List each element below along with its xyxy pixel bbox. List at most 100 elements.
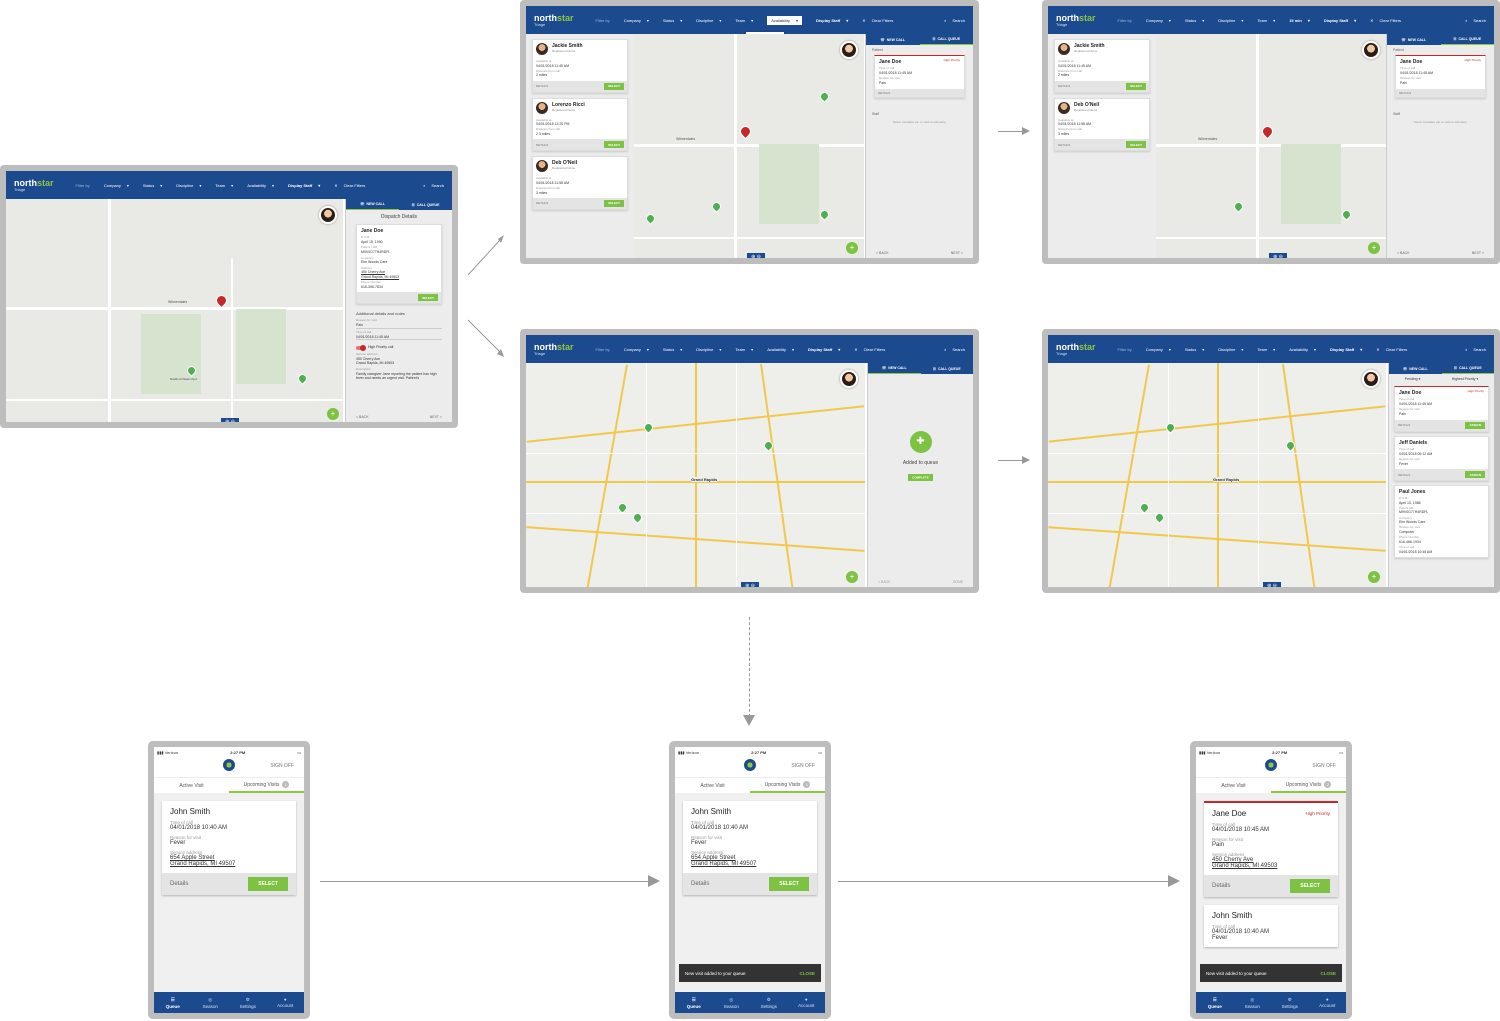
filter-display-staff[interactable]: Display Staff▾ <box>1323 17 1357 23</box>
filter-team[interactable]: Team▾ <box>215 182 234 188</box>
details-link[interactable]: DETAILS <box>1398 472 1411 477</box>
sign-off-button[interactable]: SIGN OFF <box>1312 763 1336 769</box>
nav-settings[interactable]: ⚙Settings <box>1281 996 1298 1009</box>
add-fab-button[interactable]: + <box>846 242 858 254</box>
nav-season[interactable]: ◎Season <box>1244 996 1260 1009</box>
map-view[interactable]: Wilmerdales + ⊕ ⊖ <box>634 34 864 258</box>
user-avatar[interactable] <box>1362 370 1380 388</box>
nav-account[interactable]: ●Account <box>1319 997 1336 1008</box>
city-map-view[interactable]: Grand Rapids + ⊕ ⊖ <box>526 363 865 587</box>
sign-off-button[interactable]: SIGN OFF <box>270 763 294 769</box>
service-address-link[interactable]: Grand Rapids, MI 49503 <box>1212 863 1278 869</box>
assign-button[interactable]: ASSIGN <box>1465 471 1485 478</box>
staff-pin-2[interactable] <box>710 200 723 213</box>
user-avatar[interactable] <box>1362 41 1380 59</box>
details-link[interactable]: DETAILS <box>536 142 549 147</box>
nav-account[interactable]: ●Account <box>277 997 294 1008</box>
next-button[interactable]: NEXT > <box>950 251 963 255</box>
reason-field[interactable]: Pain <box>356 323 442 329</box>
user-avatar[interactable] <box>840 370 858 388</box>
toast-close-button[interactable]: CLOSE <box>799 970 815 976</box>
select-visit-button[interactable]: SELECT <box>248 877 288 891</box>
zoom-controls[interactable]: ⊕ ⊖ <box>1269 253 1287 258</box>
staff-pin-1[interactable] <box>1164 421 1177 434</box>
tab-call-queue[interactable]: ☰CALL QUEUE <box>1440 34 1494 45</box>
back-button[interactable]: < BACK <box>876 251 889 255</box>
filter-discipline[interactable]: Discipline▾ <box>1218 17 1244 23</box>
nav-settings[interactable]: ⚙Settings <box>760 996 777 1009</box>
nav-queue[interactable]: ☰Queue <box>165 996 180 1009</box>
filter-display-staff[interactable]: Display Staff▾ <box>816 17 849 23</box>
select-staff-button[interactable]: SELECT <box>604 141 624 149</box>
filter-company[interactable]: Company▾ <box>1145 17 1171 23</box>
filter-discipline[interactable]: Discipline▾ <box>696 346 722 352</box>
service-address-link[interactable]: 654 Apple Street <box>170 855 215 861</box>
patient-pin[interactable] <box>1259 123 1276 140</box>
nav-queue[interactable]: ☰Queue <box>686 996 701 1009</box>
tab-new-call[interactable]: ☏NEW CALL <box>346 199 399 210</box>
tab-call-queue[interactable]: ☰CALL QUEUE <box>411 202 440 207</box>
details-link[interactable]: DETAILS <box>1058 142 1071 147</box>
filter-discipline[interactable]: Discipline▾ <box>176 182 202 188</box>
filter-status[interactable]: Status▾ <box>662 17 683 23</box>
filter-display-staff[interactable]: Display Staff▾ <box>288 182 321 188</box>
filter-availability[interactable]: Availability▾ <box>1289 346 1317 352</box>
user-avatar[interactable] <box>840 41 858 59</box>
details-link[interactable]: Details <box>1212 883 1231 889</box>
details-link[interactable]: Details <box>170 881 189 887</box>
tab-active-visit[interactable]: Active Visit <box>700 782 725 789</box>
add-fab-button[interactable]: + <box>1368 571 1380 583</box>
search-button[interactable]: ⌕Search <box>944 346 965 352</box>
details-link[interactable]: DETAILS <box>1058 84 1071 89</box>
select-staff-button[interactable]: SELECT <box>1126 141 1146 149</box>
details-link[interactable]: DETAILS <box>1398 423 1411 427</box>
map-view[interactable]: Wilmerdales Bradford Watershed + ⊕ ⊖ <box>6 199 343 422</box>
zoom-controls[interactable]: ⊕ ⊖ <box>221 418 239 422</box>
filter-team[interactable]: Team▾ <box>735 17 754 23</box>
search-button[interactable]: ⌕Search <box>944 17 965 23</box>
staff-pin-2[interactable] <box>1340 208 1353 221</box>
next-button[interactable]: NEXT > <box>1471 251 1484 255</box>
staff-pin-3[interactable] <box>1138 501 1151 514</box>
filter-status[interactable]: Status▾ <box>1184 346 1205 352</box>
filter-company[interactable]: Company▾ <box>103 182 129 188</box>
toast-close-button[interactable]: CLOSE <box>1320 970 1336 976</box>
service-address-link[interactable]: 654 Apple Street <box>691 855 736 861</box>
tab-call-queue[interactable]: ☰CALL QUEUE <box>932 366 961 371</box>
status-filter-dropdown[interactable]: Pending ▾ <box>1404 377 1421 381</box>
filter-team[interactable]: Team▾ <box>735 346 754 352</box>
filter-status[interactable]: Status▾ <box>662 346 683 352</box>
complete-button[interactable]: COMPLETE <box>908 473 933 481</box>
clear-filters-button[interactable]: ✕Clear Filters <box>334 182 366 188</box>
tab-new-call[interactable]: ☏NEW CALL <box>1402 366 1428 371</box>
tab-active-visit[interactable]: Active Visit <box>179 782 204 789</box>
filter-company[interactable]: Company▾ <box>623 346 649 352</box>
nav-season[interactable]: ◎Season <box>202 996 218 1009</box>
priority-sort-dropdown[interactable]: Highest Priority ▾ <box>1451 377 1479 381</box>
details-link[interactable]: DETAILS <box>1399 90 1412 95</box>
select-patient-button[interactable]: SELECT <box>418 294 438 302</box>
filter-availability[interactable]: 15 min▾ <box>1289 17 1310 23</box>
add-fab-button[interactable]: + <box>846 571 858 583</box>
search-button[interactable]: ⌕Search <box>1465 346 1486 352</box>
done-button[interactable]: DONE <box>952 580 963 584</box>
filter-status[interactable]: Status▾ <box>1184 17 1205 23</box>
nav-season[interactable]: ◎Season <box>723 996 739 1009</box>
back-button[interactable]: < BACK <box>878 580 891 584</box>
zoom-controls[interactable]: ⊕ ⊖ <box>741 582 759 587</box>
select-staff-button[interactable]: SELECT <box>604 199 624 207</box>
